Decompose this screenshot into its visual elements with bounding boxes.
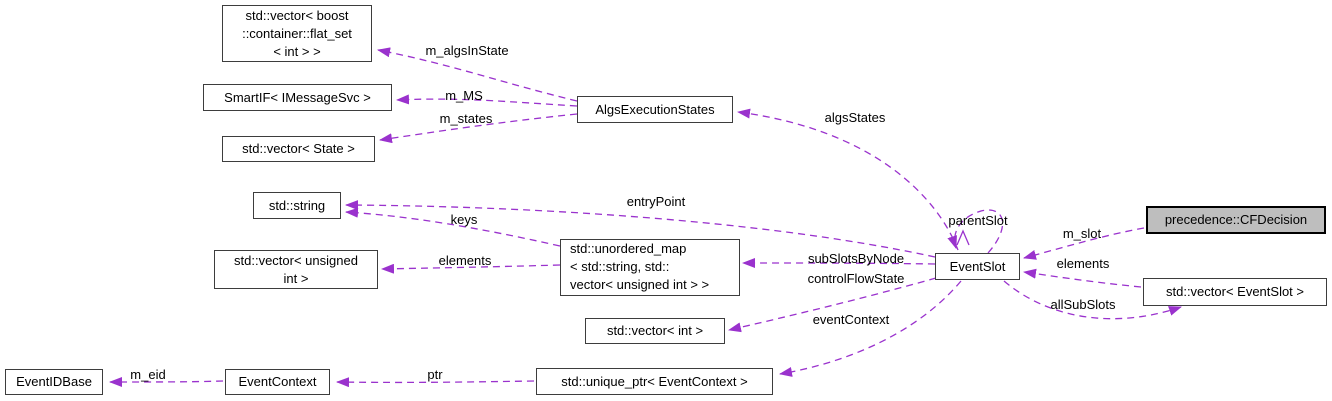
node-line: int > <box>283 270 309 286</box>
edge-label-elements-right: elements <box>1056 256 1110 271</box>
node-algs-execution-states[interactable]: AlgsExecutionStates <box>577 96 733 123</box>
edge-m-states <box>379 113 578 144</box>
edge-m-eid <box>109 376 224 387</box>
node-line: std::vector< unsigned <box>234 252 358 268</box>
edge-parentslot-loop <box>947 209 1004 254</box>
edge-label-ptr: ptr <box>427 367 443 382</box>
edge-label-m-states: m_states <box>439 111 493 126</box>
edge-elements-right <box>1023 268 1142 288</box>
node-std-vector-state: std::vector< State > <box>222 136 375 162</box>
node-smartif-imessagesvc[interactable]: SmartIF< IMessageSvc > <box>203 84 392 111</box>
edge-m-ms <box>396 94 578 107</box>
edge-label-algsstates: algsStates <box>824 110 886 125</box>
edge-label-m-ms: m_MS <box>445 88 483 103</box>
node-std-vector-flat-set-int: std::vector< boost ::container::flat_set… <box>222 5 372 62</box>
edge-entrypoint <box>345 200 936 258</box>
node-std-vector-eventslot: std::vector< EventSlot > <box>1143 278 1327 306</box>
edge-m-slot <box>1023 227 1145 260</box>
node-line: std::unordered_map <box>570 241 687 256</box>
edge-label-controlflowstate: controlFlowState <box>807 271 905 286</box>
node-line: ::container::flat_set <box>242 25 352 41</box>
node-event-context[interactable]: EventContext <box>225 369 330 395</box>
node-std-vector-int: std::vector< int > <box>585 318 725 344</box>
edge-label-keys: keys <box>450 212 478 227</box>
edge-controlflowstate <box>728 277 937 333</box>
edge-label-subslotsbynode: subSlotsByNode <box>807 251 905 266</box>
node-event-slot[interactable]: EventSlot <box>935 253 1020 280</box>
edge-algsstates <box>737 108 959 251</box>
edge-keys <box>345 207 561 247</box>
edge-m-algsinstate <box>377 47 578 102</box>
node-line: < int > > <box>273 43 321 59</box>
node-std-unordered-map: std::unordered_map < std::string, std:: … <box>560 239 740 296</box>
edge-label-m-algsinstate: m_algsInState <box>425 43 509 58</box>
edge-label-m-eid: m_eid <box>130 367 166 382</box>
edge-elements-left <box>381 263 561 274</box>
node-std-string: std::string <box>253 192 341 219</box>
node-line: vector< unsigned int > > <box>570 277 710 292</box>
edge-label-eventcontext: eventContext <box>812 312 890 327</box>
node-std-vector-unsigned-int: std::vector< unsigned int > <box>214 250 378 289</box>
node-precedence-cfdecision: precedence::CFDecision <box>1146 206 1326 234</box>
edge-label-allsubslots: allSubSlots <box>1050 297 1116 312</box>
edge-subslotsbynode <box>742 258 936 269</box>
edge-label-entrypoint: entryPoint <box>626 194 686 209</box>
edge-allsubslots <box>1003 280 1182 320</box>
node-line: < std::string, std:: <box>570 259 670 274</box>
node-event-id-base[interactable]: EventIDBase <box>5 369 103 395</box>
edge-label-elements-left: elements <box>438 253 492 268</box>
edge-parentslot-open-arrowhead <box>956 229 970 246</box>
edge-label-parentslot: parentSlot <box>948 213 1008 228</box>
edge-label-m-slot: m_slot <box>1062 226 1102 241</box>
edge-ptr <box>336 377 535 388</box>
node-std-unique-ptr-eventcontext: std::unique_ptr< EventContext > <box>536 368 773 395</box>
edge-eventcontext <box>779 280 962 377</box>
node-line: std::vector< boost <box>245 7 349 23</box>
